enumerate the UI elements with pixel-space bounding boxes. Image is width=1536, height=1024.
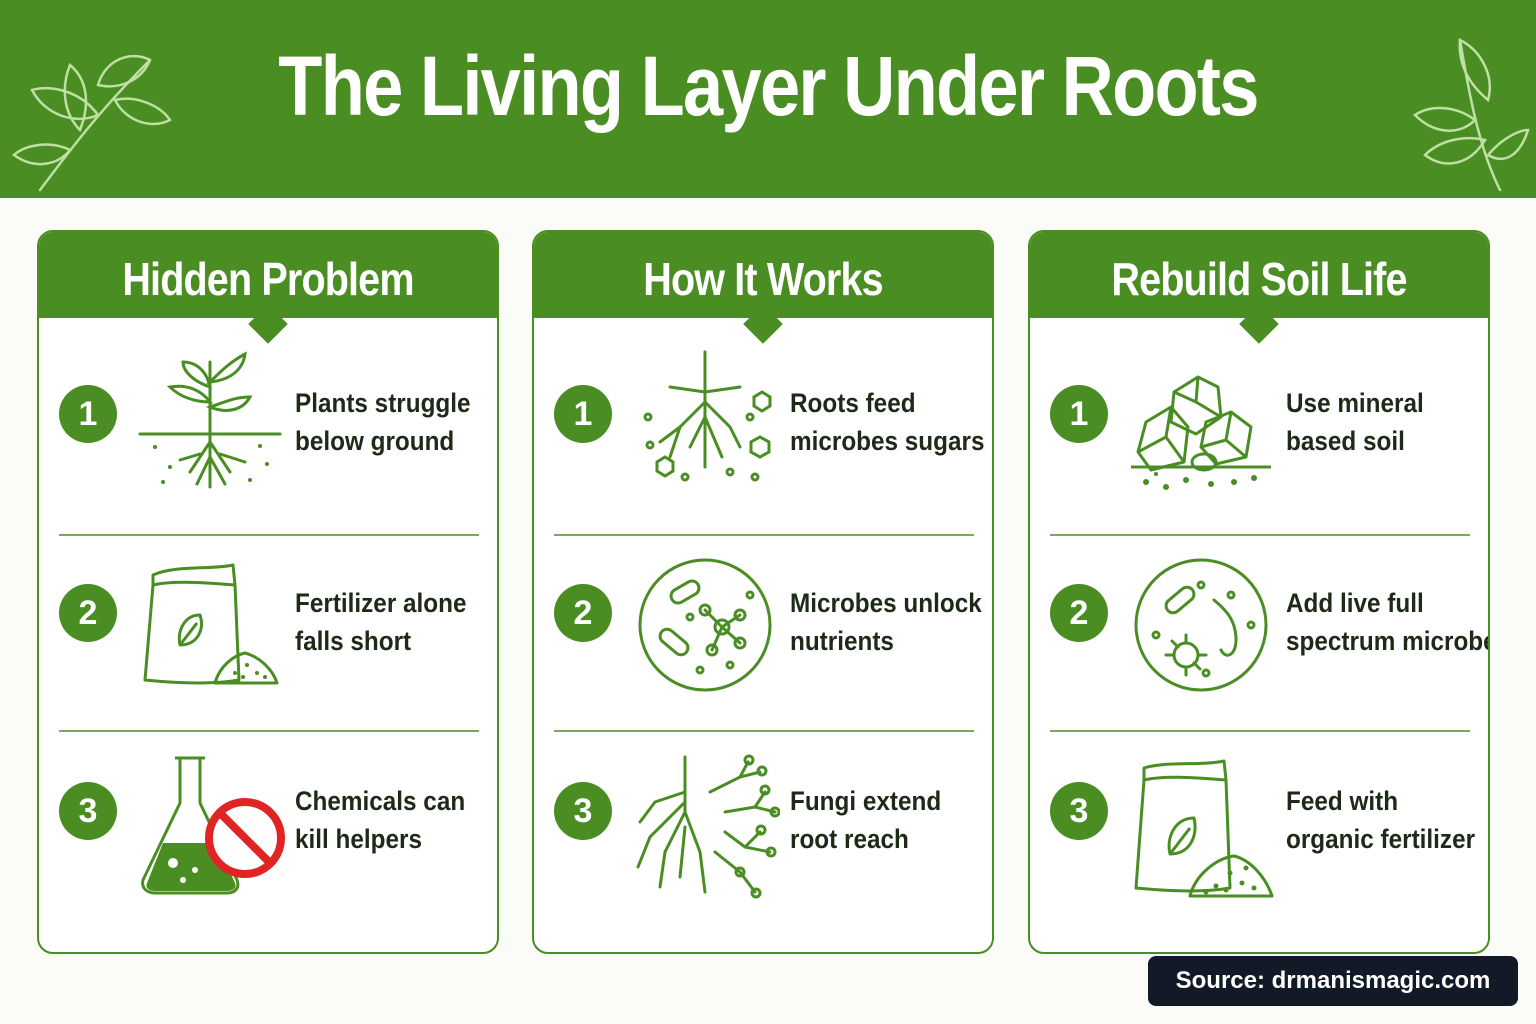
step-number: 1 (1050, 385, 1108, 443)
page-title: The Living Layer Under Roots (278, 39, 1259, 133)
fungi-network-icon (636, 754, 780, 899)
microbes-petri-icon (1134, 558, 1268, 692)
card-header: Hidden Problem (39, 232, 497, 344)
fertilizer-bag-icon (143, 563, 279, 685)
step-text: Feed with organic fertilizer (1286, 782, 1476, 858)
step-text: Chemicals can kill helpers (295, 782, 475, 858)
list-item: 2 Add live full spectrum microbes (1050, 550, 1490, 730)
step-text-line2: falls short (295, 626, 412, 656)
step-text: Roots feed microbes sugars (790, 384, 985, 460)
list-item: 2 Microbes unlock nutrients (554, 550, 982, 730)
step-number: 3 (1050, 782, 1108, 840)
source-credit: Source: drmanismagic.com (1148, 956, 1518, 1006)
step-text-line1: Fertilizer alone (295, 588, 467, 618)
step-text-line2: organic fertilizer (1286, 824, 1476, 854)
step-text: Plants struggle below ground (295, 384, 475, 460)
card-heading: How It Works (643, 253, 883, 305)
list-item: 2 Fertilizer alone falls short (59, 550, 479, 730)
step-text-line1: Plants struggle (295, 388, 471, 418)
divider (554, 730, 974, 732)
step-text-line1: Microbes unlock (790, 588, 982, 618)
flask-prohibited-icon (141, 756, 285, 895)
list-item: 1 Roots feed microbes sugars (554, 342, 985, 532)
header-pointer (248, 304, 288, 344)
list-item: 3 Chemicals can kill helpers (59, 744, 479, 924)
step-text-line2: kill helpers (295, 824, 422, 854)
step-text-line1: Chemicals can (295, 786, 466, 816)
step-number: 1 (554, 385, 612, 443)
mineral-rocks-icon (1131, 375, 1271, 490)
step-text-line2: spectrum microbes (1286, 626, 1490, 656)
step-text-line1: Feed with (1286, 786, 1399, 816)
list-item: 3 Fungi extend root reach (554, 744, 974, 924)
divider (1050, 534, 1470, 536)
step-text-line2: below ground (295, 426, 455, 456)
step-text-line2: microbes sugars (790, 426, 985, 456)
header-pointer (1239, 304, 1279, 344)
step-number: 3 (554, 782, 612, 840)
step-text-line1: Use mineral (1286, 388, 1424, 418)
card-rebuild-soil-life: Rebuild Soil Life 1 Use mineral based so… (1028, 230, 1490, 954)
step-text-line2: nutrients (790, 626, 894, 656)
step-number: 1 (59, 385, 117, 443)
step-text: Fertilizer alone falls short (295, 584, 475, 660)
leaf-sprig-right-icon (1413, 38, 1530, 192)
card-heading: Rebuild Soil Life (1111, 253, 1407, 305)
divider (554, 534, 974, 536)
list-item: 1 Plants struggle below ground (59, 342, 479, 532)
fertilizer-bag-icon (1134, 759, 1274, 898)
header-pointer (743, 304, 783, 344)
step-text: Fungi extend root reach (790, 782, 970, 858)
step-text: Use mineral based soil (1286, 384, 1466, 460)
card-how-it-works: How It Works 1 Roots feed microbes sugar… (532, 230, 994, 954)
title-banner: The Living Layer Under Roots (0, 0, 1536, 198)
list-item: 1 Use mineral based soil (1050, 342, 1470, 532)
divider (1050, 730, 1470, 732)
card-hidden-problem: Hidden Problem 1 Plants struggle below g… (37, 230, 499, 954)
card-heading: Hidden Problem (122, 253, 414, 305)
step-number: 2 (554, 584, 612, 642)
list-item: 3 Feed with organic fertilizer (1050, 744, 1476, 924)
leaf-sprig-left-icon (12, 54, 172, 192)
step-text-line2: based soil (1286, 426, 1405, 456)
roots-sugars-icon (643, 350, 772, 482)
step-text: Microbes unlock nutrients (790, 584, 982, 660)
step-text: Add live full spectrum microbes (1286, 584, 1490, 660)
divider (59, 534, 479, 536)
step-number: 3 (59, 782, 117, 840)
divider (59, 730, 479, 732)
card-header: Rebuild Soil Life (1030, 232, 1488, 344)
card-header: How It Works (534, 232, 992, 344)
step-number: 2 (1050, 584, 1108, 642)
step-number: 2 (59, 584, 117, 642)
step-text-line2: root reach (790, 824, 909, 854)
step-text-line1: Roots feed (790, 388, 916, 418)
microbes-petri-icon (638, 558, 772, 692)
step-text-line1: Fungi extend (790, 786, 942, 816)
step-text-line1: Add live full (1286, 588, 1424, 618)
sprout-roots-icon (138, 351, 282, 489)
